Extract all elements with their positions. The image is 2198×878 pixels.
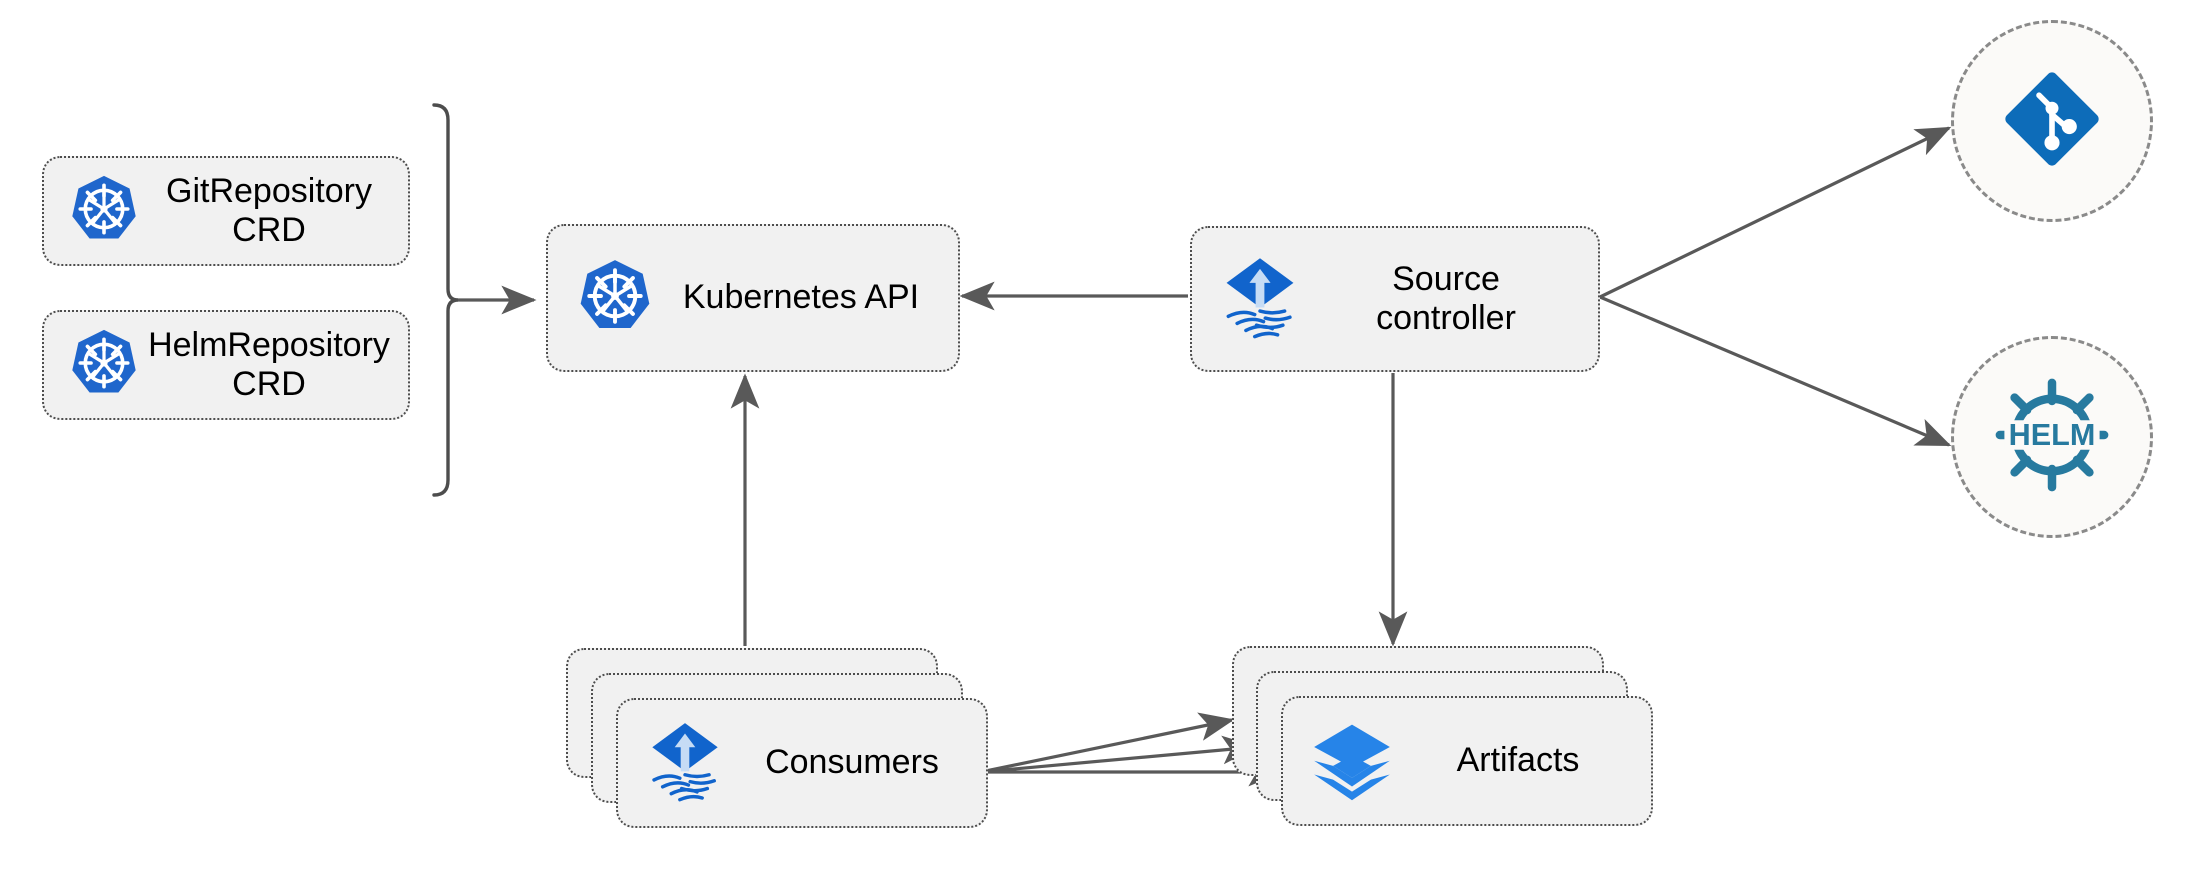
helm-wordmark: HELM <box>2009 418 2096 452</box>
node-git-source[interactable] <box>1951 20 2153 222</box>
flux-icon <box>642 718 728 809</box>
node-label: Artifacts <box>1456 741 1580 780</box>
node-artifacts[interactable]: Artifacts <box>1281 696 1653 826</box>
node-label: GitRepository CRD <box>166 171 372 249</box>
kubernetes-icon <box>576 257 654 340</box>
layers-icon <box>1309 716 1395 807</box>
node-helmrepository-crd[interactable]: HelmRepository CRD <box>42 310 410 420</box>
node-gitrepository-crd[interactable]: GitRepository CRD <box>42 156 410 266</box>
wire-consumers-to-artifacts-2 <box>980 735 1258 774</box>
kubernetes-icon <box>68 173 140 250</box>
node-label: Kubernetes API <box>682 278 920 317</box>
wire-source-controller-to-helm <box>1599 295 1952 447</box>
node-label: Source controller <box>1376 259 1516 337</box>
helm-wheel-icon: HELM <box>1984 367 2120 508</box>
kubernetes-icon <box>68 327 140 404</box>
git-icon <box>1998 65 2106 178</box>
wire-consumers-to-artifacts-1 <box>980 712 1235 774</box>
node-label: Consumers <box>765 743 939 782</box>
wire-source-controller-to-git <box>1599 126 1952 299</box>
node-label: HelmRepository CRD <box>148 325 390 403</box>
flux-icon <box>1216 253 1304 346</box>
node-source-controller[interactable]: Source controller <box>1190 226 1600 372</box>
node-helm-source[interactable]: HELM <box>1951 336 2153 538</box>
crd-group-brace <box>432 103 459 497</box>
node-kubernetes-api[interactable]: Kubernetes API <box>546 224 960 372</box>
node-consumers[interactable]: Consumers <box>616 698 988 828</box>
